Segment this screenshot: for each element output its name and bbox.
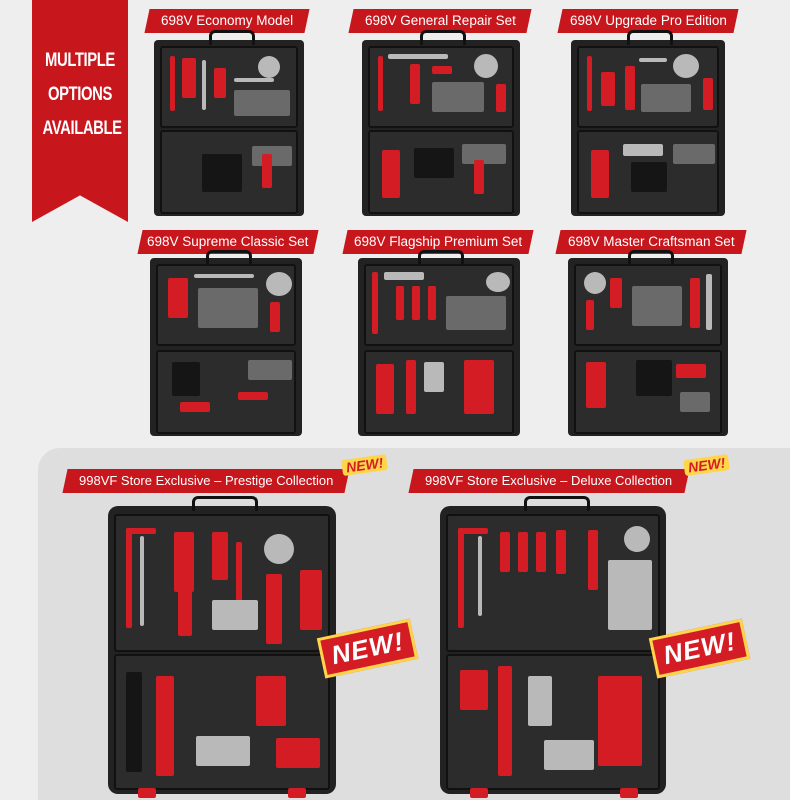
product-image[interactable] xyxy=(440,496,666,798)
product-image[interactable] xyxy=(154,30,304,216)
product-image[interactable] xyxy=(571,30,725,216)
exclusive-label[interactable]: 998VF Store Exclusive – Prestige Collect… xyxy=(62,469,350,493)
product-image[interactable] xyxy=(568,250,728,436)
product-image[interactable] xyxy=(362,30,520,216)
banner-line: OPTIONS xyxy=(48,84,112,105)
product-image[interactable] xyxy=(108,496,336,798)
options-banner: MULTIPLE OPTIONS AVAILABLE xyxy=(32,0,128,222)
product-image[interactable] xyxy=(358,250,520,436)
banner-text: MULTIPLE OPTIONS AVAILABLE xyxy=(42,44,122,146)
banner-line: AVAILABLE xyxy=(42,118,122,139)
banner-line: MULTIPLE xyxy=(45,50,115,71)
product-image[interactable] xyxy=(150,250,302,436)
exclusive-label[interactable]: 998VF Store Exclusive – Deluxe Collectio… xyxy=(408,469,690,493)
